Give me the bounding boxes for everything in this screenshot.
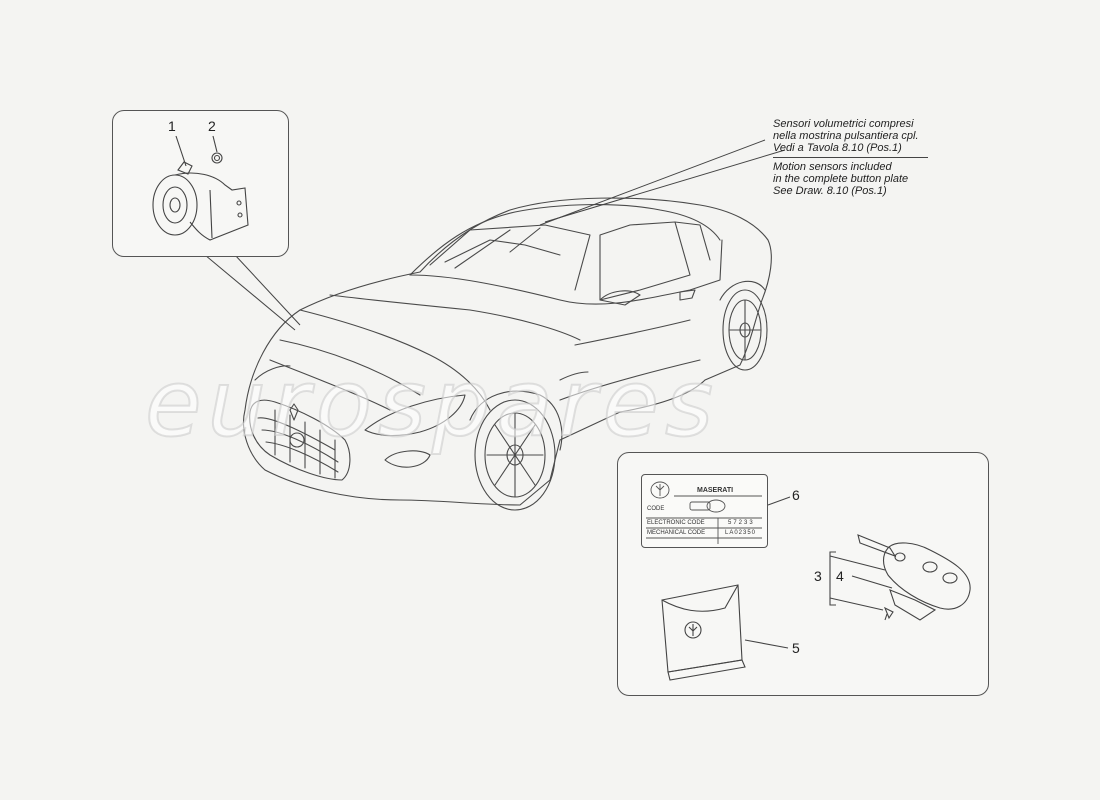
note-it-line-1: Sensori volumetrici compresi <box>773 118 914 130</box>
siren-detail-box <box>112 110 289 257</box>
note-en-line-1: Motion sensors included <box>773 161 892 173</box>
motion-sensor-note: Sensori volumetrici compresi nella mostr… <box>773 118 928 197</box>
note-en-line-3: See Draw. 8.10 (Pos.1) <box>773 185 887 197</box>
watermark: eurospares <box>144 349 720 458</box>
code-tag <box>641 474 768 548</box>
tag-mechanical-label: MECHANICAL CODE <box>647 530 706 536</box>
note-divider <box>773 157 928 158</box>
part-number-1: 1 <box>168 118 176 134</box>
part-number-4: 4 <box>836 568 844 584</box>
note-it-line-2: nella mostrina pulsantiera cpl. <box>773 130 919 142</box>
note-en-line-2: in the complete button plate <box>773 173 909 185</box>
tag-electronic-label: ELECTRONIC CODE <box>647 520 705 526</box>
part-number-3: 3 <box>814 568 822 584</box>
tag-brand: MASERATI <box>697 487 734 494</box>
part-number-2: 2 <box>208 118 216 134</box>
tag-code-label: CODE <box>647 506 665 512</box>
tag-mechanical-value: LA02350 <box>725 530 757 536</box>
note-it-line-3: Vedi a Tavola 8.10 (Pos.1) <box>773 142 902 154</box>
tag-electronic-value: 57233 <box>728 520 755 526</box>
part-number-5: 5 <box>792 640 800 656</box>
part-number-6: 6 <box>792 487 800 503</box>
